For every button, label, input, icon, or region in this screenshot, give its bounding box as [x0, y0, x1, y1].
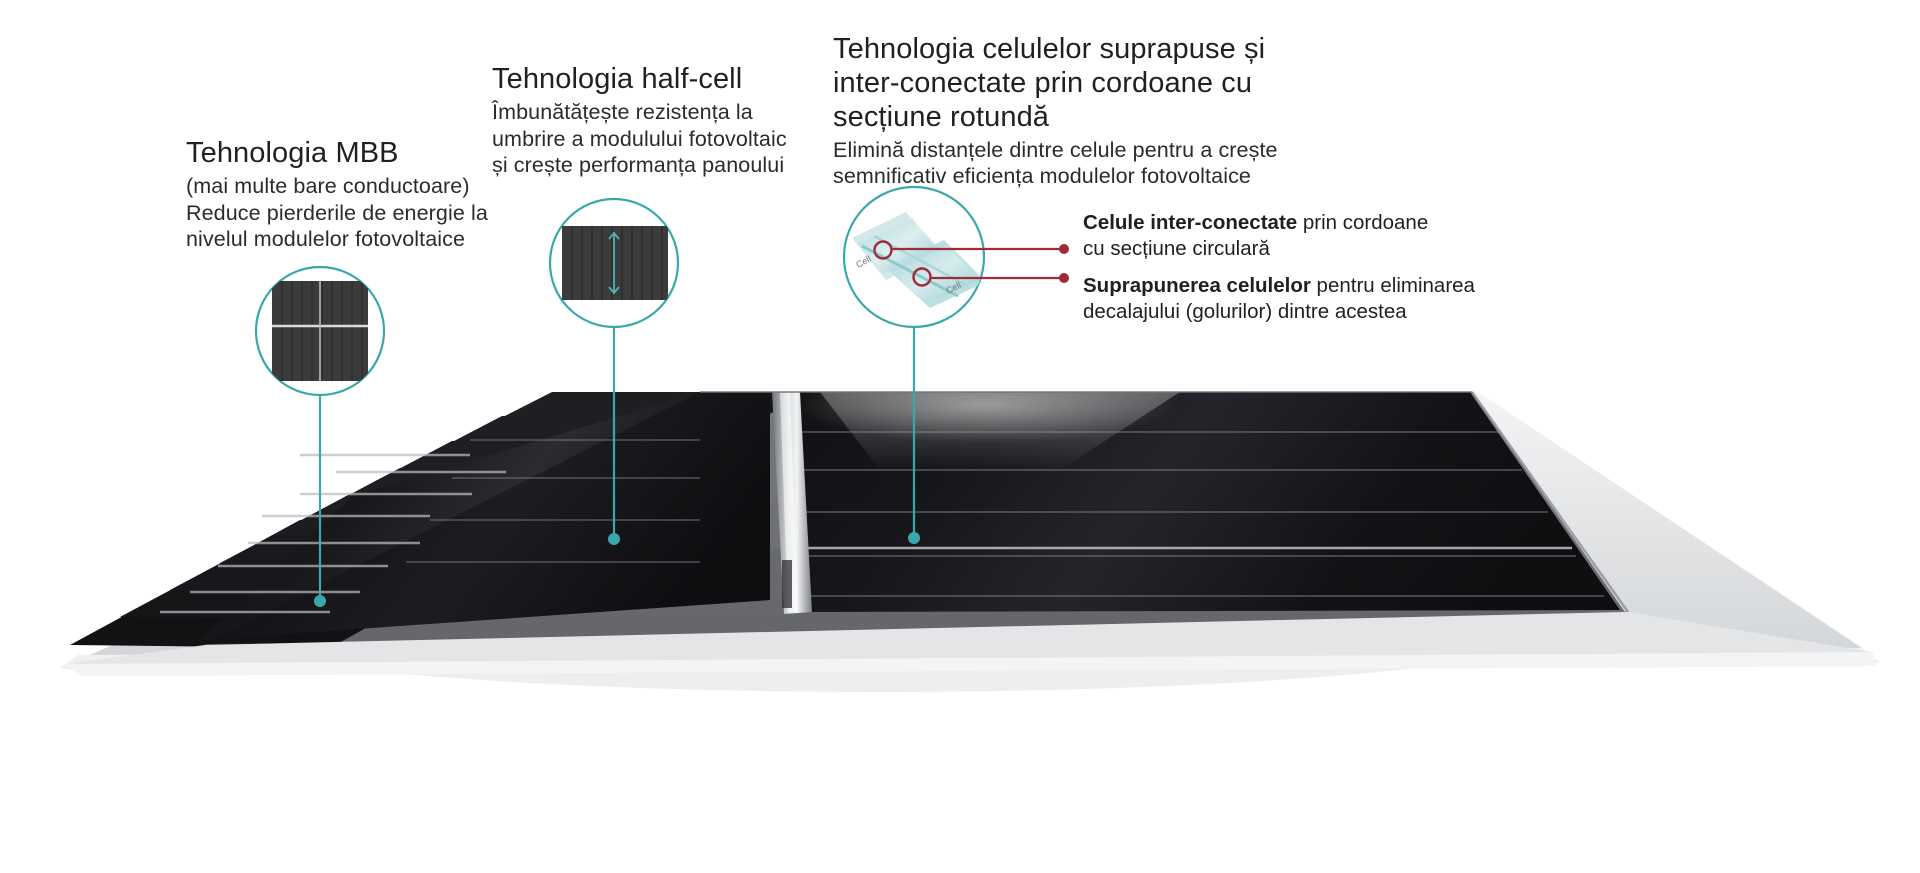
- zoom-bubble-overlap: Cell Cell: [842, 185, 986, 329]
- zoom-bubble-mbb: [254, 265, 386, 397]
- annotation-mbb-body: (mai multe bare conductoare) Reduce pier…: [186, 173, 488, 252]
- annotation-mbb: Tehnologia MBB (mai multe bare conductoa…: [186, 137, 516, 253]
- callout-connector-inter-connected: [891, 244, 1069, 254]
- callout-rest-overlap: pentru eliminarea decalajului (golurilor…: [1083, 274, 1475, 323]
- leader-line-mbb: [314, 396, 326, 607]
- callout-lead-inter-connected: Celule inter-conectate: [1083, 211, 1298, 234]
- callout-cell-overlap: Suprapunerea celulelor pentru eliminarea…: [1083, 273, 1553, 324]
- callout-connector-overlap: [930, 273, 1069, 283]
- annotation-mbb-title: Tehnologia MBB: [186, 137, 399, 169]
- annotation-half-cell-body: Îmbunătățește rezistența la umbrire a mo…: [492, 99, 787, 178]
- leader-line-half-cell: [608, 328, 620, 545]
- annotation-overlap: Tehnologia celulelor suprapuse și inter-…: [833, 33, 1283, 190]
- annotation-overlap-body: Elimină distanțele dintre celule pentru …: [833, 137, 1278, 189]
- annotation-half-cell-title: Tehnologia half-cell: [492, 63, 743, 95]
- callout-rest-inter-connected: prin cordoane cu secțiune circulară: [1083, 211, 1429, 260]
- callout-inter-connected-cells: Celule inter-conectate prin cordoane cu …: [1083, 210, 1553, 261]
- leader-line-overlap: [908, 328, 920, 544]
- annotation-half-cell: Tehnologia half-cell Îmbunătățește rezis…: [492, 63, 792, 179]
- callout-lead-overlap: Suprapunerea celulelor: [1083, 274, 1311, 298]
- zoom-bubble-half-cell: [548, 197, 680, 329]
- callout-list: Celule inter-conectate prin cordoane cu …: [1083, 210, 1553, 337]
- annotation-overlap-title: Tehnologia celulelor suprapuse și inter-…: [833, 33, 1266, 133]
